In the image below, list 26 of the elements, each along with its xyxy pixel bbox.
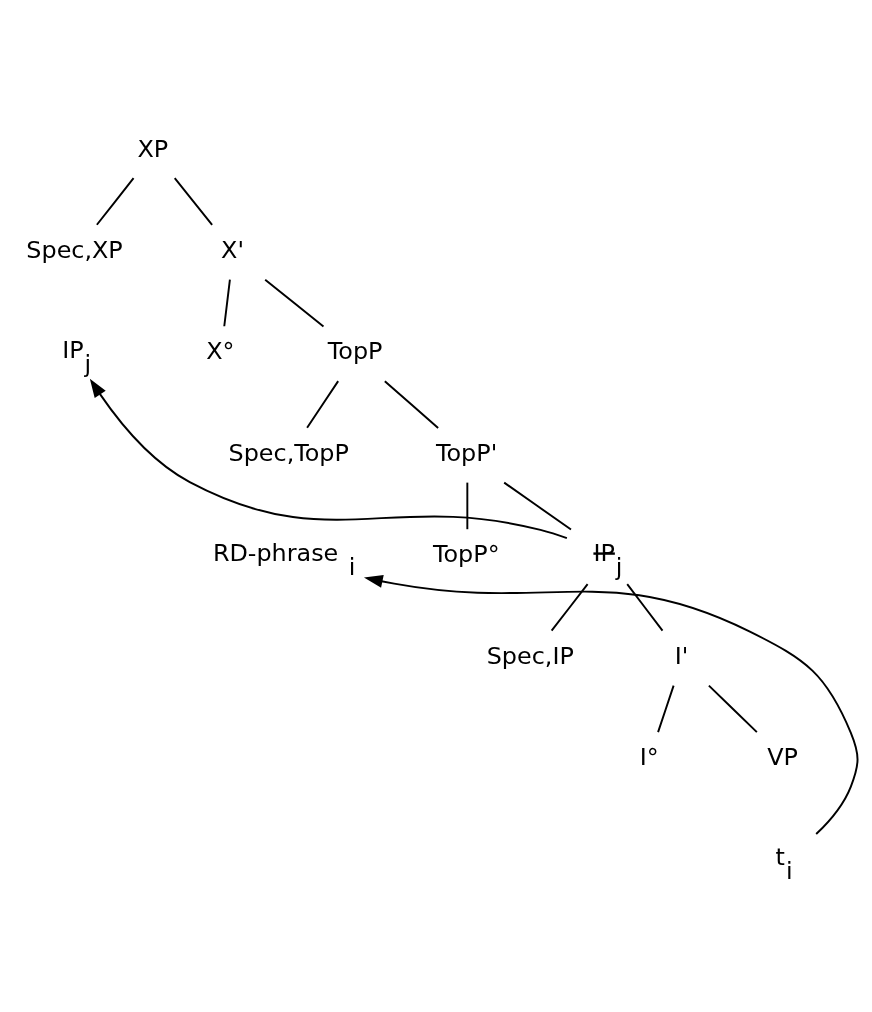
connector: [466, 481, 469, 531]
connector: [550, 583, 589, 632]
node-text: Spec,IP: [486, 641, 574, 670]
node-text: TopP': [435, 438, 498, 467]
connector: [626, 583, 664, 632]
connector: [503, 481, 572, 531]
node-text: X': [221, 235, 245, 264]
node-text: I°: [639, 743, 659, 772]
node-text: VP: [767, 743, 798, 772]
connector: [264, 278, 325, 328]
connector: [223, 278, 231, 328]
arrow: [363, 574, 859, 835]
node-text: X°: [206, 337, 235, 366]
connector: [173, 177, 214, 226]
connector: [657, 684, 675, 734]
node-text: TopP°: [433, 540, 500, 569]
node-text: I': [674, 641, 689, 670]
connector: [383, 380, 440, 430]
node-text: Spec,TopP: [228, 438, 349, 467]
node-text: Spec,XP: [26, 235, 123, 264]
connector: [707, 684, 758, 734]
connector: [306, 380, 340, 429]
connector: [95, 177, 135, 226]
node-text: TopP: [327, 337, 383, 366]
arrow: [89, 378, 568, 540]
node-text: XP: [137, 134, 169, 163]
